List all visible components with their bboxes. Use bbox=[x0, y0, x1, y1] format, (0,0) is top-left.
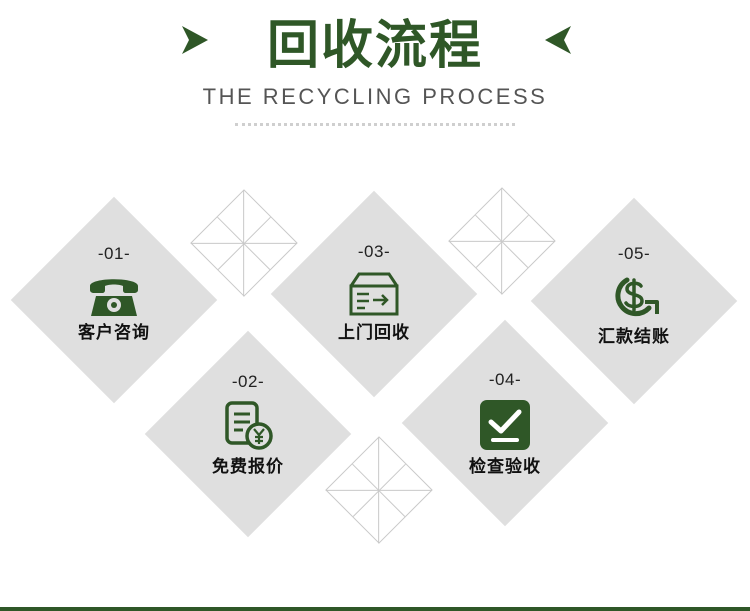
step-number: -04- bbox=[488, 370, 522, 389]
step-04: -04- 检查验收 bbox=[415, 370, 595, 478]
checkmark-icon bbox=[480, 400, 530, 450]
quote-document-yen-icon bbox=[225, 401, 273, 450]
telephone-icon bbox=[90, 279, 138, 316]
delivery-box-icon bbox=[349, 272, 399, 316]
arrow-right-icon bbox=[182, 26, 208, 54]
step-number: -03- bbox=[357, 242, 391, 261]
step-label: 检查验收 bbox=[469, 457, 541, 477]
step-05: -05- 汇款结账 bbox=[544, 244, 724, 348]
arrow-left-icon bbox=[545, 26, 571, 54]
decorative-diamond bbox=[190, 189, 298, 297]
step-label: 上门回收 bbox=[338, 323, 410, 343]
step-02: -02- 免费报价 bbox=[158, 372, 338, 478]
step-number: -01- bbox=[97, 244, 131, 263]
step-number: -02- bbox=[231, 372, 265, 391]
dotted-divider bbox=[235, 123, 515, 126]
bottom-accent-line bbox=[0, 607, 750, 611]
step-number: -05- bbox=[617, 244, 651, 263]
step-label: 客户咨询 bbox=[78, 323, 150, 343]
step-label: 汇款结账 bbox=[598, 327, 670, 347]
decorative-diamond bbox=[448, 187, 556, 295]
page-title: 回收流程 bbox=[266, 16, 483, 76]
step-01: -01- 客户咨询 bbox=[24, 244, 204, 344]
step-label: 免费报价 bbox=[212, 457, 284, 477]
dollar-refresh-icon bbox=[615, 277, 659, 317]
step-03: -03- 上门回收 bbox=[284, 242, 464, 344]
page-subtitle: THE RECYCLING PROCESS bbox=[202, 84, 548, 109]
